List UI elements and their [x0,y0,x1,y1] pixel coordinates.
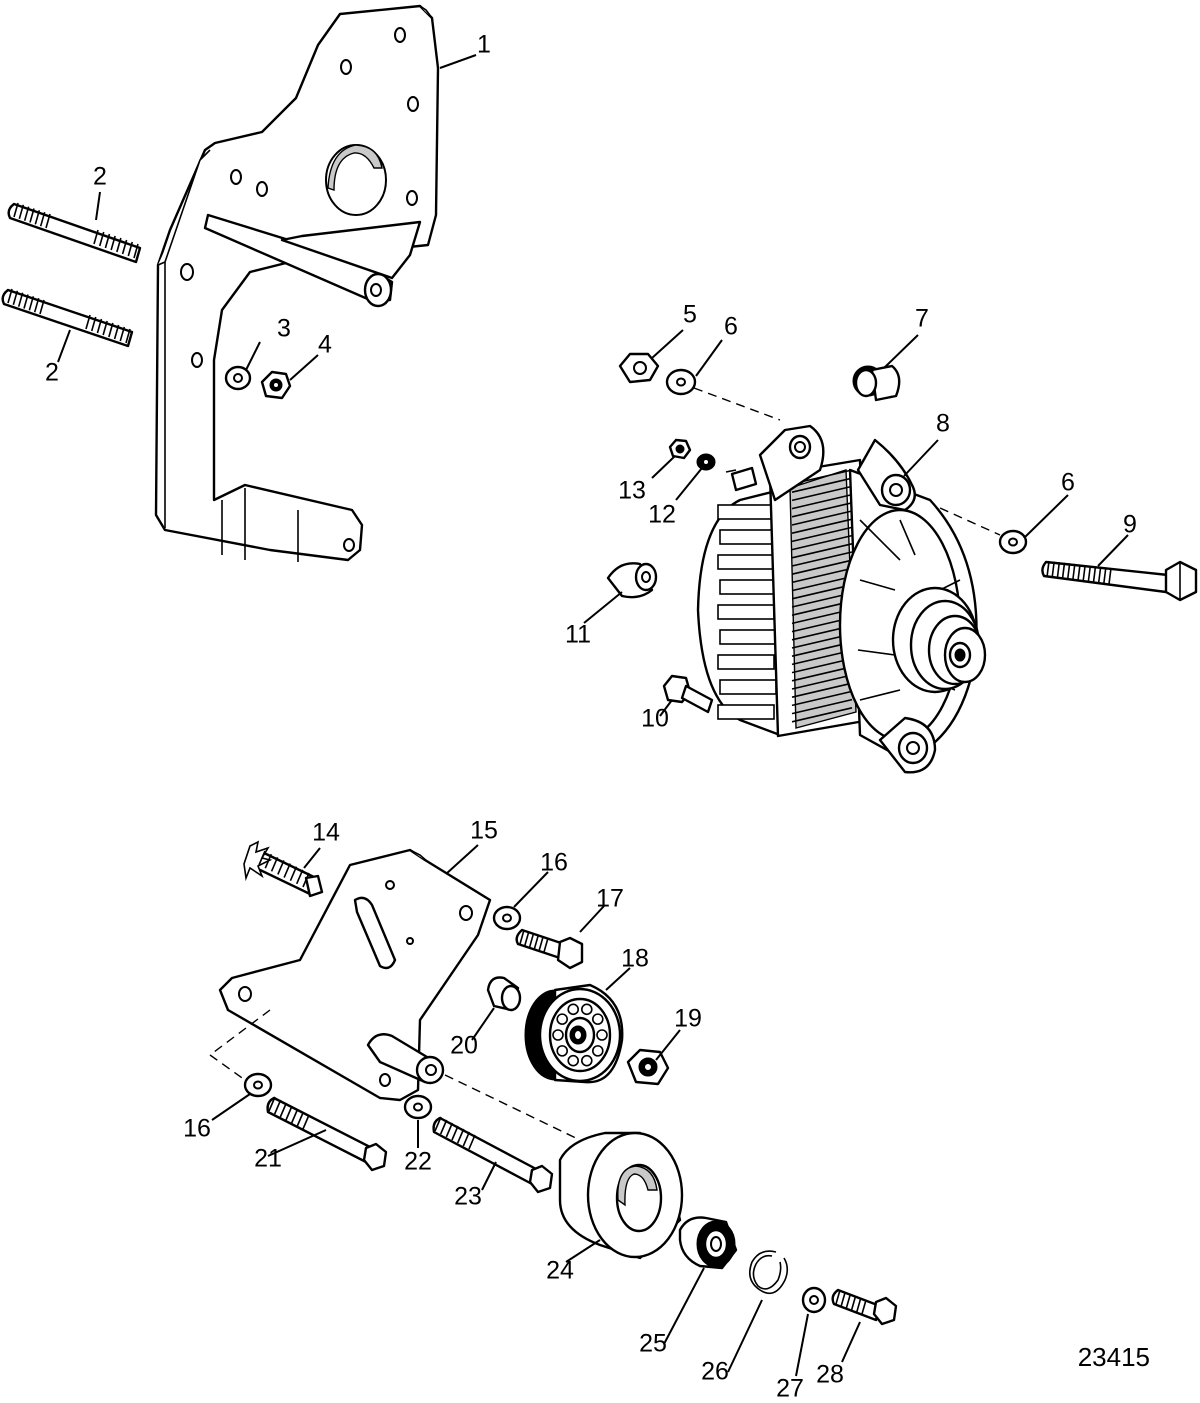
callout-1: 1 [477,31,491,59]
part-5-nut [618,352,660,384]
part-14-stud [243,840,324,898]
callout-16-upper: 16 [540,849,568,877]
part-4-nut [260,370,292,400]
callout-13: 13 [618,477,646,505]
callout-16-lower: 16 [183,1115,211,1143]
figure-number: 23415 [1078,1342,1150,1372]
part-28-bolt [831,1288,898,1326]
part-11-terminal-boot [606,562,658,599]
callout-2-upper: 2 [93,163,107,191]
part-17-bolt [515,928,584,970]
part-16-washer-lower [243,1072,273,1098]
part-2-stud-upper [7,202,142,264]
callout-15: 15 [470,817,498,845]
part-19-nut [626,1048,670,1086]
callout-26: 26 [701,1358,729,1386]
callout-3: 3 [277,315,291,343]
part-20-spacer [486,976,522,1012]
callout-25: 25 [639,1330,667,1358]
part-7-bushing [852,364,901,402]
callout-2-lower: 2 [45,359,59,387]
callout-9: 9 [1123,511,1137,539]
part-10-screw [662,674,714,714]
callout-28: 28 [816,1361,844,1389]
callout-11: 11 [565,621,591,649]
part-21-bolt [266,1096,388,1172]
part-13-nut [668,438,692,460]
part-6-washer-lower [998,529,1028,555]
callout-10: 10 [641,705,669,733]
callout-12: 12 [648,501,676,529]
part-12-washer [696,453,716,471]
leader-lines [57,54,1129,1377]
callout-5: 5 [683,301,697,329]
callout-6-lower: 6 [1061,469,1075,497]
callout-20: 20 [450,1032,478,1060]
callout-7: 7 [915,305,929,333]
callout-17: 17 [596,885,624,913]
part-22-washer [403,1094,433,1120]
part-15-idler-bracket [218,848,492,1102]
callout-14: 14 [312,819,340,847]
callout-24: 24 [546,1257,574,1285]
part-9-bolt [1041,560,1198,602]
callout-27: 27 [776,1375,804,1403]
part-18-idler-pulley [524,983,624,1084]
callout-22: 22 [404,1148,432,1176]
part-24-pulley [558,1131,684,1260]
callout-21: 21 [254,1145,282,1173]
callout-18: 18 [621,945,649,973]
part-1-mounting-bracket [154,4,440,562]
part-2-stud-lower [1,288,134,348]
callout-23: 23 [454,1183,482,1211]
callout-4: 4 [318,331,332,359]
callout-8: 8 [936,410,950,438]
part-3-washer [224,365,252,391]
part-25-bearing [678,1216,738,1270]
callout-19: 19 [674,1005,702,1033]
part-16-washer-upper [492,905,522,931]
part-26-snap-ring [749,1250,789,1295]
part-23-bolt [432,1116,554,1194]
part-8-alternator [696,424,987,774]
callout-6-upper: 6 [724,313,738,341]
part-27-washer [801,1286,827,1314]
callout-labels: 1 2 2 3 4 5 6 7 8 6 9 13 12 11 10 14 15 … [45,31,1137,1403]
part-6-washer-upper [665,368,697,396]
